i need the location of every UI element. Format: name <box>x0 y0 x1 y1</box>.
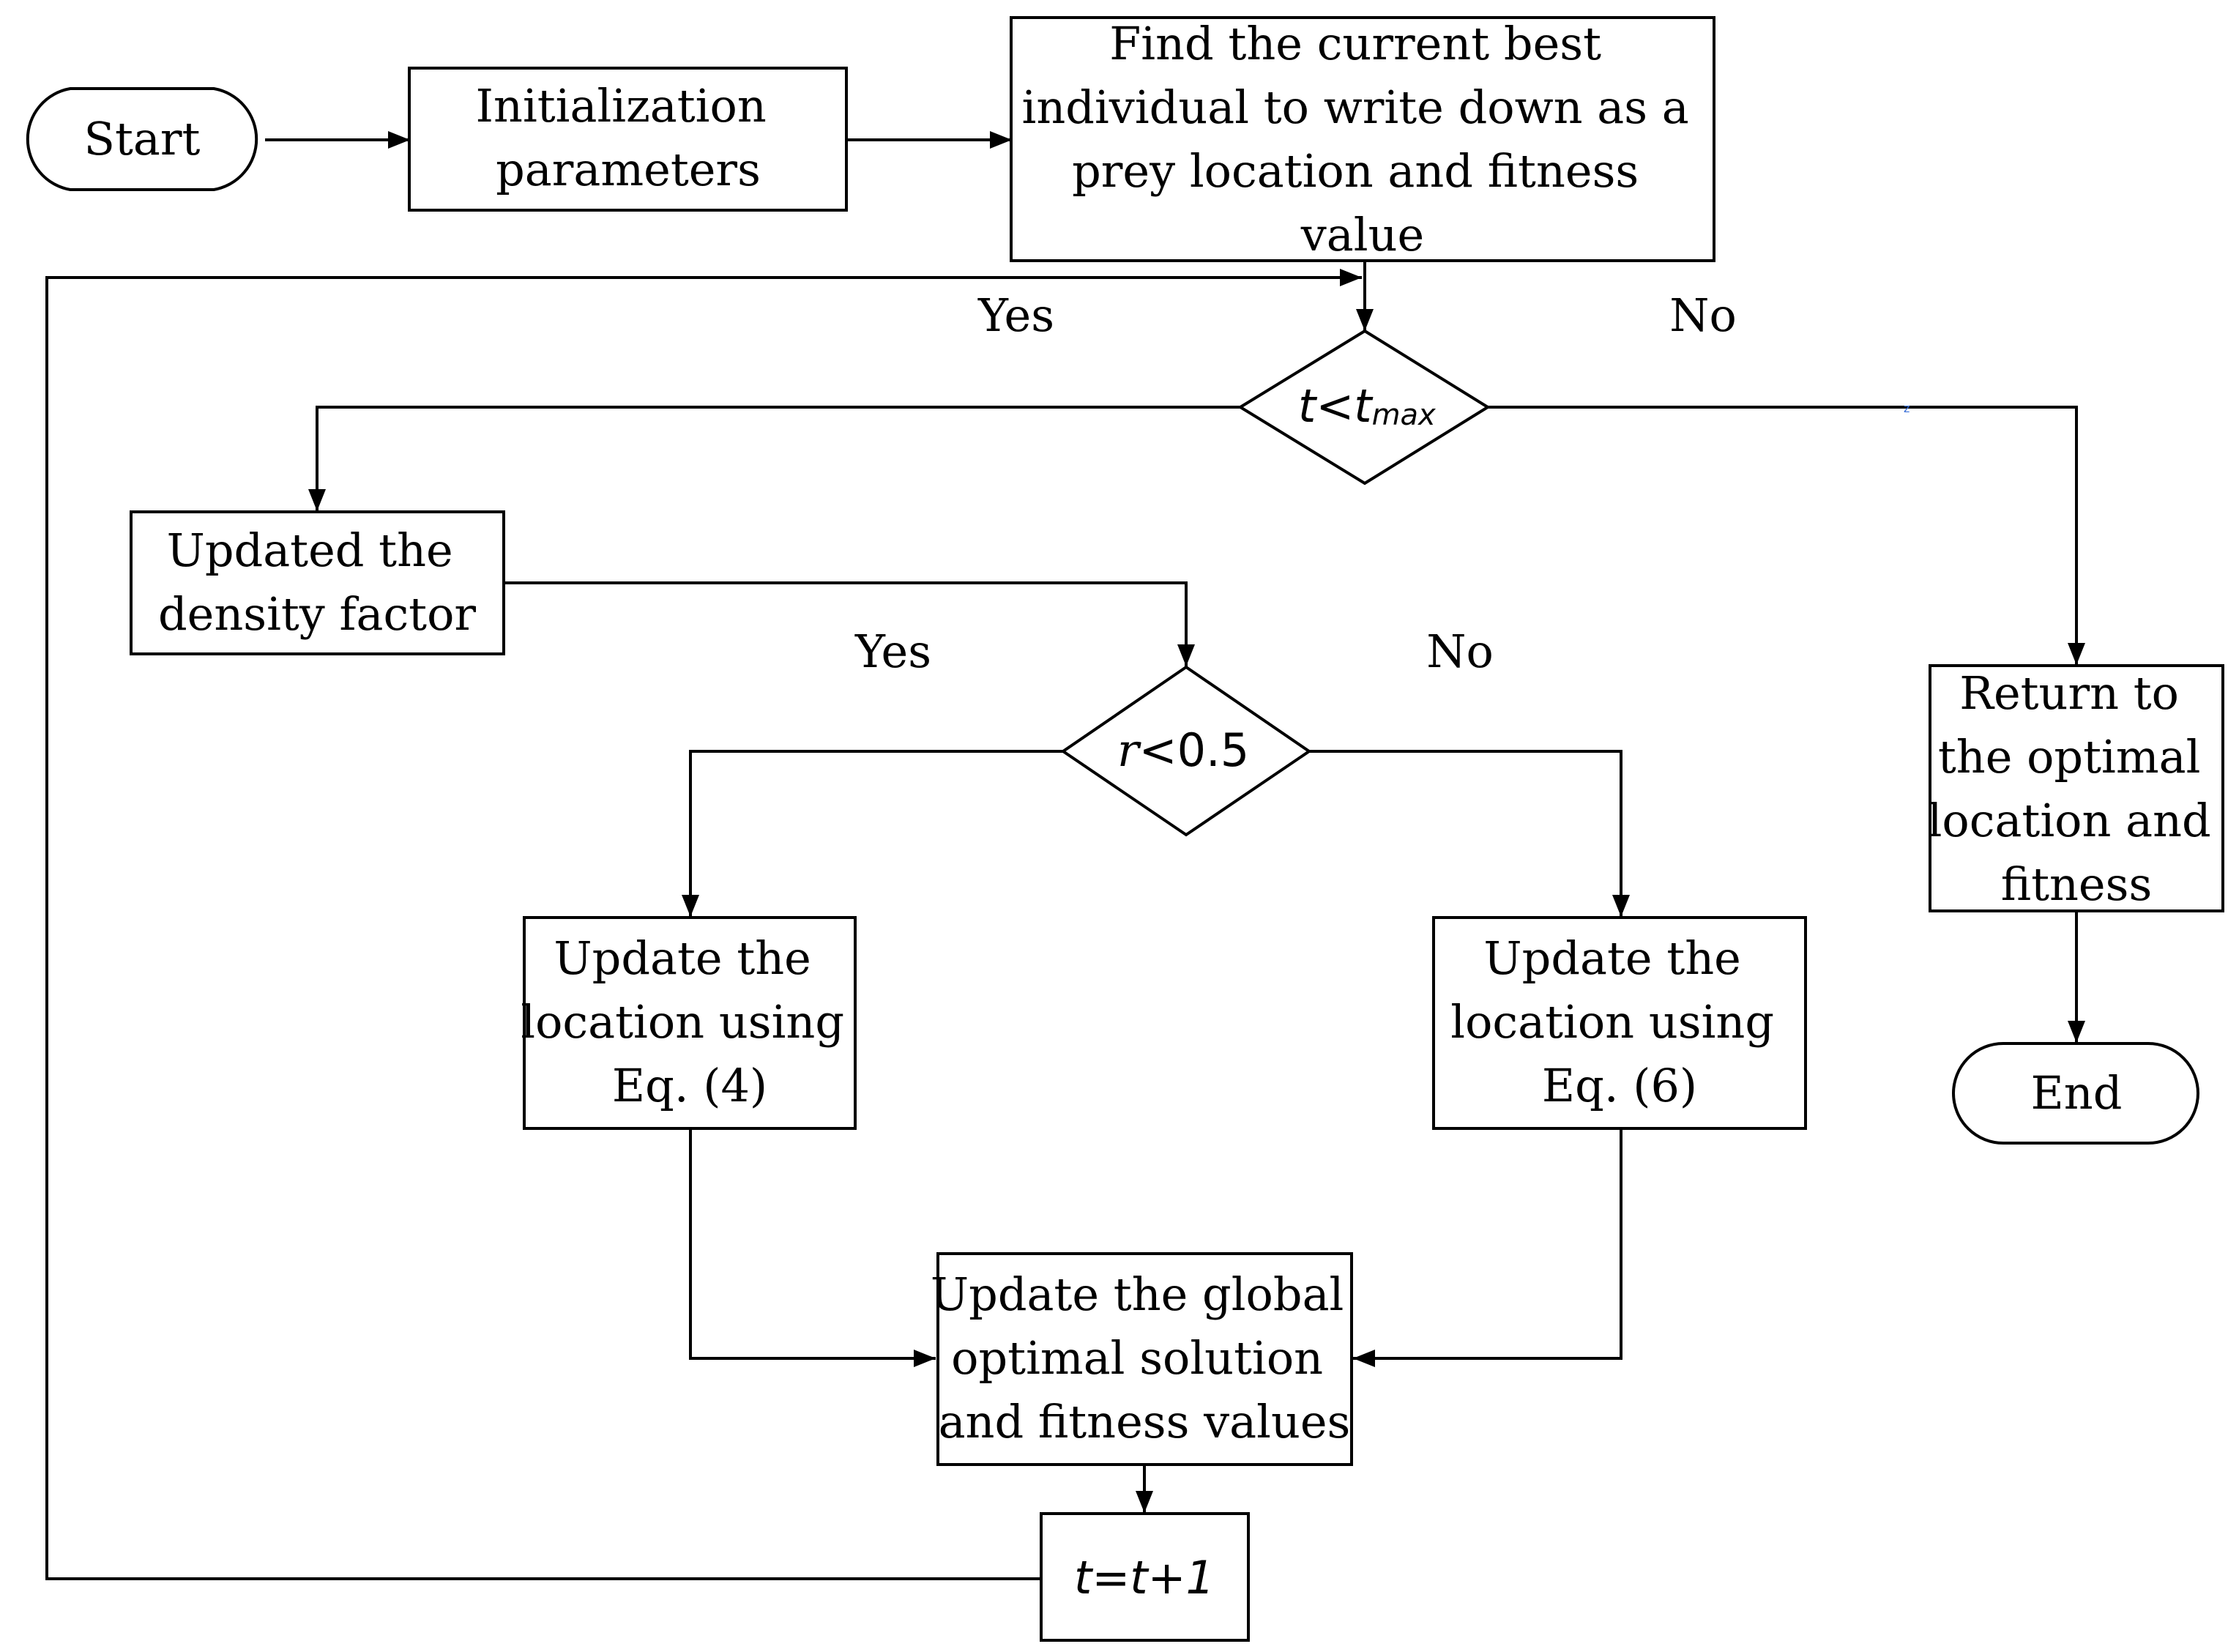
tmax-t2: t <box>1354 379 1374 433</box>
decision-r: r<0.5 <box>1060 665 1312 837</box>
svg-text:Update the location usin: Update the location using Eq. (4) <box>521 931 858 1112</box>
r-yes-label: Yes <box>854 625 931 678</box>
edge-r-no-to-eq6 <box>1309 750 1630 917</box>
end-node: End <box>1952 1042 2199 1145</box>
init-line-1: Initialization <box>476 79 767 133</box>
r-variable: r <box>1117 723 1141 777</box>
find-best-node: Find the current best individual to writ… <box>1010 16 1715 262</box>
eq4-line-2: location using <box>521 995 844 1049</box>
return-node: Return to the optimal location and fitne… <box>1928 664 2226 912</box>
svg-text:Update the location usin: Update the location using Eq. (6) <box>1450 931 1788 1112</box>
return-line-4: fitness <box>2001 857 2153 911</box>
tmax-subscript: max <box>1372 398 1436 432</box>
svg-text:Update the global optima: Update the global optimal solution and f… <box>931 1268 1358 1448</box>
eq4-line-1: Update the <box>554 931 811 985</box>
tmax-no-label: No <box>1669 289 1737 342</box>
stray-mark: z <box>1904 401 1910 415</box>
edge-loop-back <box>45 269 1362 1580</box>
global-line-1: Update the global <box>931 1268 1344 1321</box>
return-line-1: Return to <box>1959 666 2179 720</box>
eq4-line-3: Eq. (4) <box>612 1059 767 1112</box>
svg-text:t<tmax: t<tmax <box>1298 379 1436 433</box>
decision-tmax: t<tmax <box>1237 329 1491 485</box>
tmax-t: t <box>1298 379 1318 433</box>
global-line-2: optimal solution <box>951 1331 1323 1385</box>
start-node: Start <box>26 87 258 191</box>
density-line-2: density factor <box>158 587 476 641</box>
global-line-3: and fitness values <box>939 1395 1351 1448</box>
svg-text:Return to the optimal: Return to the optimal location and fitne… <box>1928 666 2226 911</box>
start-label: Start <box>84 112 201 165</box>
init-line-2: parameters <box>496 143 761 196</box>
end-label: End <box>2031 1066 2123 1120</box>
update-eq6-node: Update the location using Eq. (6) <box>1432 916 1807 1130</box>
svg-text:Updated the density fac: Updated the density factor <box>158 524 476 641</box>
density-node: Updated the density factor <box>130 510 505 655</box>
edge-eq4-to-global <box>689 1128 936 1367</box>
find-best-line-4: value <box>1300 208 1424 261</box>
eq6-line-3: Eq. (6) <box>1542 1059 1697 1112</box>
update-eq4-node: Update the location using Eq. (4) <box>521 916 858 1130</box>
edge-tmax-no-to-return <box>1488 406 2085 665</box>
increment-node: t=t+1 <box>1040 1512 1250 1642</box>
global-node: Update the global optimal solution and f… <box>931 1252 1358 1466</box>
svg-text:Initialization parameter: Initialization parameters <box>476 79 781 196</box>
tmax-yes-label: Yes <box>977 289 1054 342</box>
return-line-3: location and <box>1928 794 2211 847</box>
edge-eq6-to-global <box>1353 1128 1622 1367</box>
edge-density-to-r <box>504 581 1195 666</box>
edge-tmax-yes-to-density <box>308 406 1240 511</box>
return-line-2: the optimal <box>1938 730 2201 784</box>
svg-text:r<0.5: r<0.5 <box>1117 723 1249 777</box>
increment-label: t=t+1 <box>1074 1551 1215 1604</box>
find-best-line-1: Find the current best <box>1109 17 1601 70</box>
density-line-1: Updated the <box>167 524 453 577</box>
edges <box>45 131 2085 1580</box>
r-no-label: No <box>1426 625 1494 678</box>
eq6-line-2: location using <box>1450 995 1774 1049</box>
svg-text:Find the current best in: Find the current best individual to writ… <box>1022 17 1704 261</box>
r-condition: <0.5 <box>1139 723 1250 777</box>
find-best-line-3: prey location and fitness <box>1072 144 1639 198</box>
tmax-lt: < <box>1316 379 1354 433</box>
eq6-line-1: Update the <box>1483 931 1740 985</box>
find-best-line-2: individual to write down as a <box>1022 81 1689 134</box>
init-node: Initialization parameters <box>408 67 848 212</box>
edge-r-yes-to-eq4 <box>682 750 1063 917</box>
